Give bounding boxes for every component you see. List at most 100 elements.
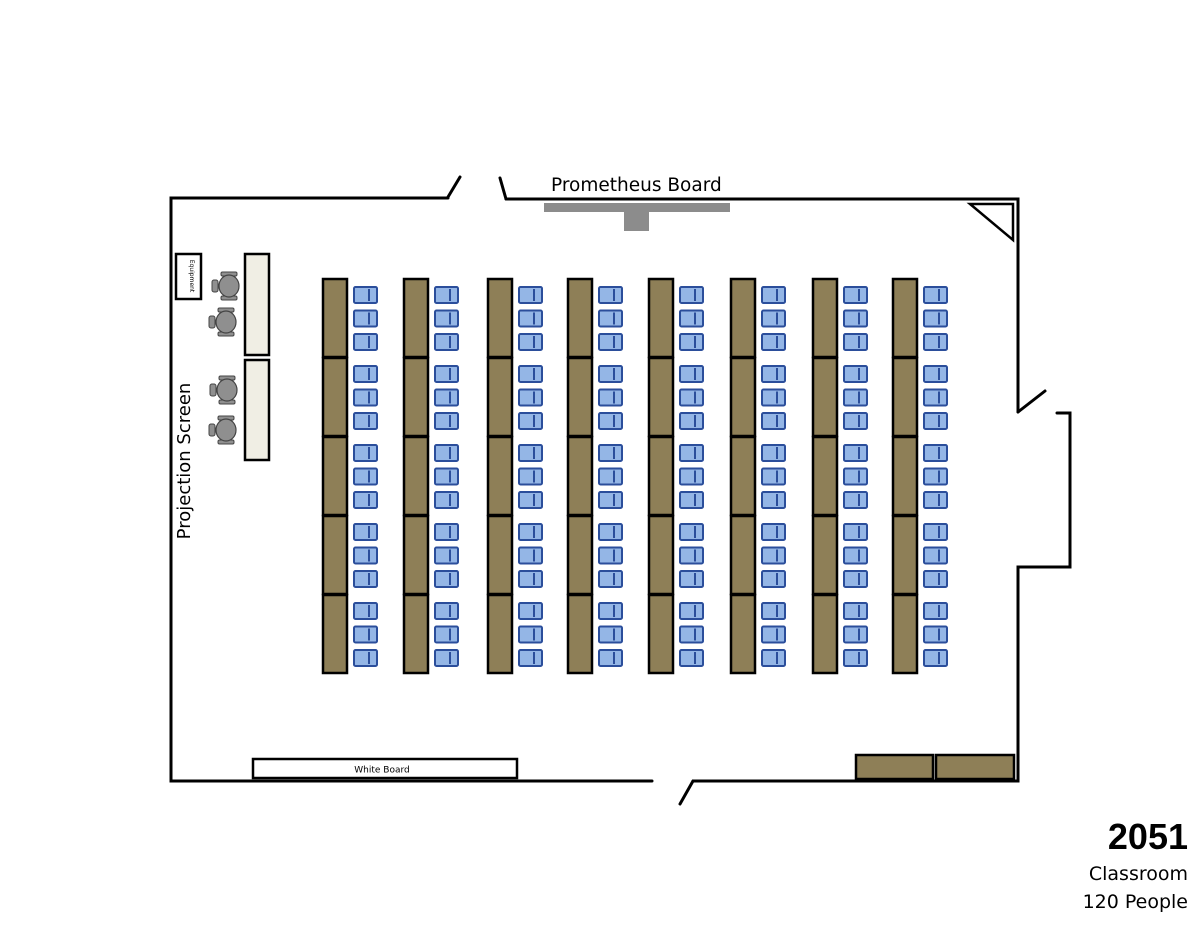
student-seat (761, 570, 786, 588)
door-top-right-leaf (498, 176, 508, 201)
corner-cabinet (966, 202, 1015, 243)
door-top-left-leaf (446, 175, 462, 199)
table (566, 277, 594, 359)
table (566, 593, 594, 675)
table (566, 435, 594, 517)
student-seat (598, 467, 623, 486)
table (486, 277, 514, 359)
student-seat (434, 309, 459, 328)
student-seat (598, 491, 623, 509)
table (486, 356, 514, 438)
student-seat (353, 444, 378, 462)
student-seat (598, 388, 623, 407)
student-seat (761, 602, 786, 620)
table (647, 593, 675, 675)
table (402, 277, 430, 359)
room-capacity: 120 People (1082, 891, 1188, 913)
walls (169, 175, 1072, 806)
student-seat (923, 523, 948, 541)
student-seat (518, 412, 543, 430)
table (321, 593, 349, 675)
table (891, 356, 919, 438)
table (402, 435, 430, 517)
table-column-7 (811, 277, 868, 675)
white-board (251, 757, 519, 780)
student-seat (923, 546, 948, 565)
student-seat (598, 412, 623, 430)
student-seat (843, 286, 868, 304)
side-table-2 (934, 753, 1016, 781)
student-seat (679, 309, 704, 328)
wall-alcove (691, 411, 1072, 783)
side-table-1 (854, 753, 935, 781)
student-seat (434, 412, 459, 430)
table-column-4 (566, 277, 623, 675)
student-seat (761, 625, 786, 644)
student-seat (679, 570, 704, 588)
table (321, 277, 349, 359)
student-seat (923, 602, 948, 620)
student-seat (353, 523, 378, 541)
student-seat (679, 412, 704, 430)
student-seat (679, 625, 704, 644)
student-seat (679, 333, 704, 351)
student-seat (518, 333, 543, 351)
student-seat (434, 286, 459, 304)
student-seat (353, 412, 378, 430)
student-seat (518, 444, 543, 462)
table-column-3 (486, 277, 543, 675)
student-seat (598, 523, 623, 541)
student-seat (598, 625, 623, 644)
student-seat (434, 491, 459, 509)
student-seat (353, 333, 378, 351)
table (811, 593, 839, 675)
student-seat (353, 570, 378, 588)
student-seat (434, 333, 459, 351)
student-seat (518, 523, 543, 541)
student-seat (434, 546, 459, 565)
table (647, 435, 675, 517)
student-seat (598, 444, 623, 462)
student-seat (598, 546, 623, 565)
student-seat (761, 523, 786, 541)
student-seat (518, 625, 543, 644)
table (647, 277, 675, 359)
student-seat (598, 570, 623, 588)
student-seat (434, 365, 459, 383)
student-seat (761, 286, 786, 304)
table-column-1 (321, 277, 378, 675)
table (402, 514, 430, 596)
student-seat (761, 388, 786, 407)
table (486, 514, 514, 596)
table (891, 514, 919, 596)
presenter-chairs (208, 271, 240, 445)
student-seat (761, 444, 786, 462)
student-seat (923, 388, 948, 407)
prometheus-board (544, 203, 730, 231)
student-seat (843, 309, 868, 328)
student-seat (923, 309, 948, 328)
student-seat (518, 365, 543, 383)
student-seat (843, 649, 868, 667)
student-seat (761, 546, 786, 565)
table (321, 514, 349, 596)
student-seat (923, 365, 948, 383)
student-seat (518, 491, 543, 509)
student-seat (353, 649, 378, 667)
student-seat (679, 602, 704, 620)
table (486, 593, 514, 675)
student-seat (518, 570, 543, 588)
table (402, 356, 430, 438)
student-seat (843, 333, 868, 351)
table (811, 356, 839, 438)
student-seat (923, 625, 948, 644)
room-type: Classroom (1088, 863, 1188, 885)
student-seat (353, 491, 378, 509)
student-seat (761, 365, 786, 383)
table (402, 593, 430, 675)
table (566, 514, 594, 596)
student-seat (843, 523, 868, 541)
student-seat (679, 286, 704, 304)
prometheus-board-stand (624, 211, 649, 231)
student-seat (434, 467, 459, 486)
